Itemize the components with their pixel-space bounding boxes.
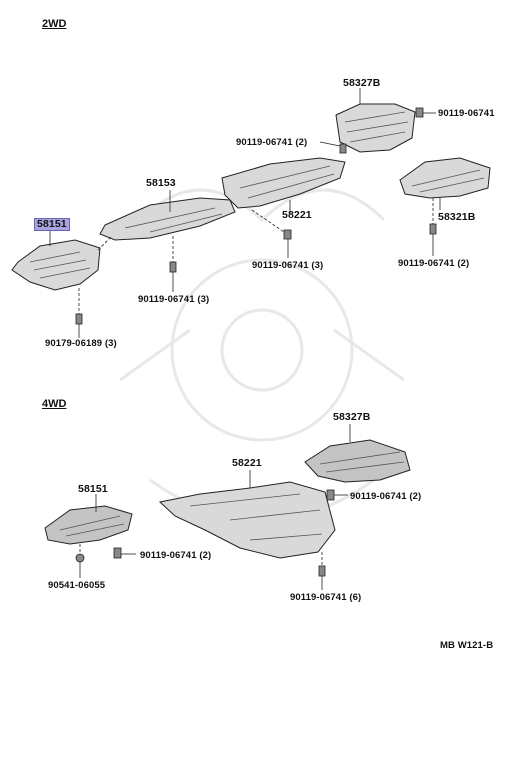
label-90119-06741-4wd-b[interactable]: 90119-06741 (2) <box>140 550 212 561</box>
part-58151-4wd[interactable] <box>44 505 133 545</box>
label-58221-4wd[interactable]: 58221 <box>232 457 262 469</box>
label-90119-06741-2wd-b[interactable]: 90119-06741 (2) <box>236 137 308 148</box>
label-90179-06189-2wd[interactable]: 90179-06189 (3) <box>45 338 117 349</box>
fasteners-4wd <box>75 424 351 590</box>
label-90119-06741-2wd-e[interactable]: 90119-06741 (3) <box>138 294 210 305</box>
part-58327B-4wd[interactable] <box>304 439 411 483</box>
label-58151-4wd[interactable]: 58151 <box>78 483 108 495</box>
label-90541-06055-4wd[interactable]: 90541-06055 <box>48 580 106 591</box>
part-58321B-2wd[interactable] <box>399 157 491 199</box>
label-90119-06741-2wd-d[interactable]: 90119-06741 (2) <box>398 258 470 269</box>
part-58221-4wd[interactable] <box>158 481 336 559</box>
section-4wd-heading: 4WD <box>42 398 67 410</box>
fasteners-2wd <box>49 88 441 338</box>
label-58327B-2wd[interactable]: 58327B <box>343 77 381 89</box>
label-58153-2wd[interactable]: 58153 <box>146 177 176 189</box>
label-58321B-2wd[interactable]: 58321B <box>438 211 476 223</box>
part-58327B-2wd[interactable] <box>335 103 416 153</box>
label-90119-06741-4wd-c[interactable]: 90119-06741 (6) <box>290 592 362 603</box>
label-90119-06741-2wd-c[interactable]: 90119-06741 (3) <box>252 260 324 271</box>
part-58153-2wd[interactable] <box>99 197 236 241</box>
section-2wd-heading: 2WD <box>42 18 67 30</box>
label-58327B-4wd[interactable]: 58327B <box>333 411 371 423</box>
part-58151-2wd[interactable] <box>11 239 101 291</box>
part-58221-2wd[interactable] <box>221 157 346 209</box>
label-58221-2wd[interactable]: 58221 <box>282 209 312 221</box>
diagram-code: MB W121-B <box>440 640 494 651</box>
label-90119-06741-2wd-a[interactable]: 90119-06741 <box>438 108 495 119</box>
label-58151-2wd-highlighted[interactable]: 58151 <box>34 218 70 231</box>
label-90119-06741-4wd-a[interactable]: 90119-06741 (2) <box>350 491 422 502</box>
